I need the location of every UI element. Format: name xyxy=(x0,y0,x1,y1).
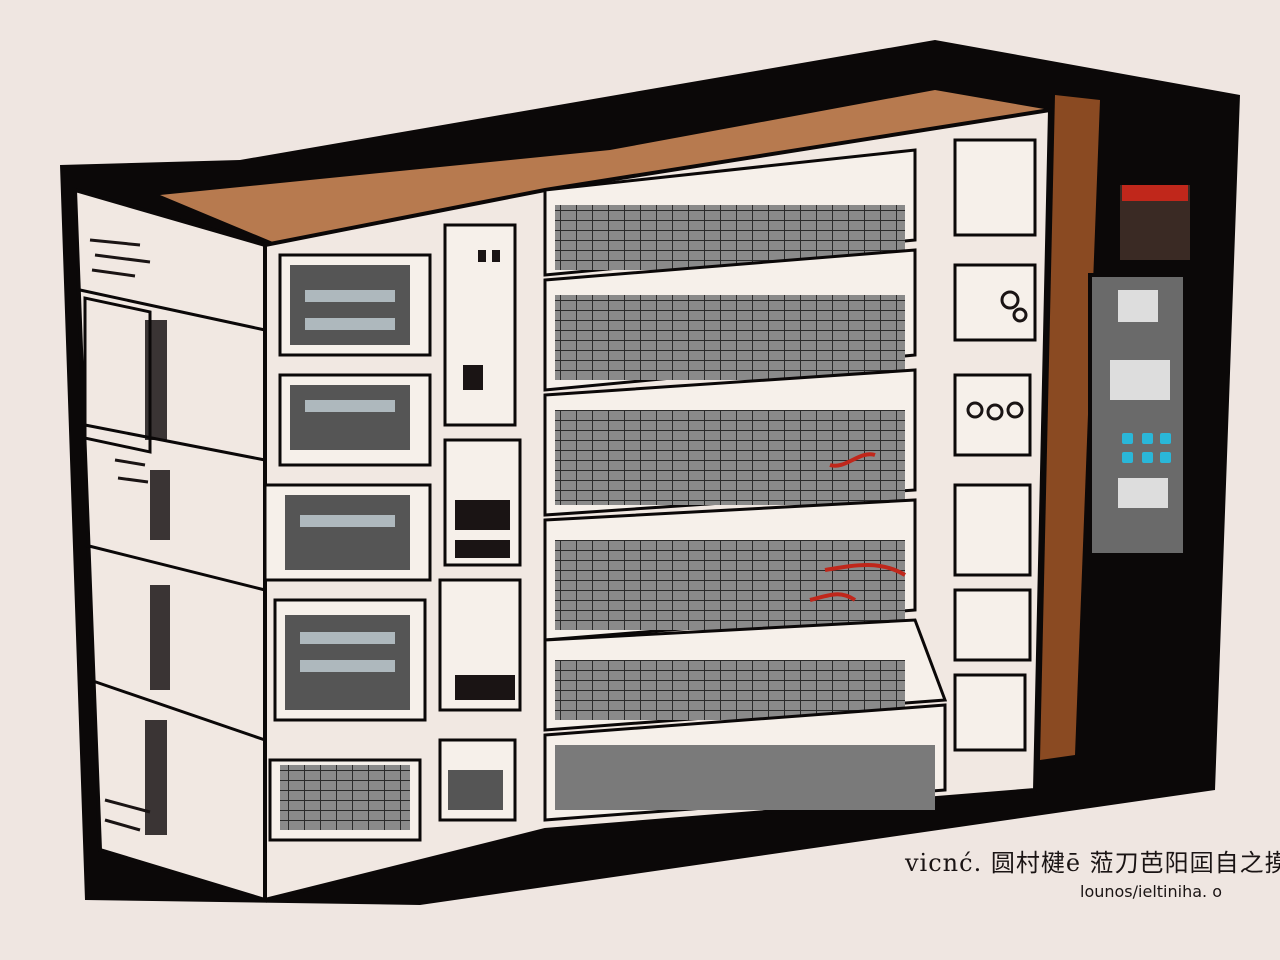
control-module-details xyxy=(448,250,515,810)
caption: vicnć. 圆村楗ē 蒞刀芭阳囸自之摸 lounos/ieltiniha. o xyxy=(905,843,1280,901)
right-instrument-panels xyxy=(953,138,1037,752)
drive-bay-column xyxy=(263,253,432,842)
rack-shelves xyxy=(543,148,948,822)
top-panel xyxy=(160,90,1050,245)
side-control-box xyxy=(1088,185,1190,557)
right-panel-knobs xyxy=(966,290,1028,421)
caption-line-2: lounos/ieltiniha. o xyxy=(1080,882,1222,901)
left-side-vents xyxy=(145,320,170,835)
left-side-panel-lines xyxy=(79,288,266,742)
left-side-labels xyxy=(89,238,151,832)
led-indicators xyxy=(1122,433,1171,463)
red-cables xyxy=(809,452,907,602)
side-panel-brown xyxy=(1040,95,1100,760)
caption-line-1: vicnć. 圆村楗ē 蒞刀芭阳囸自之摸 xyxy=(905,849,1280,877)
